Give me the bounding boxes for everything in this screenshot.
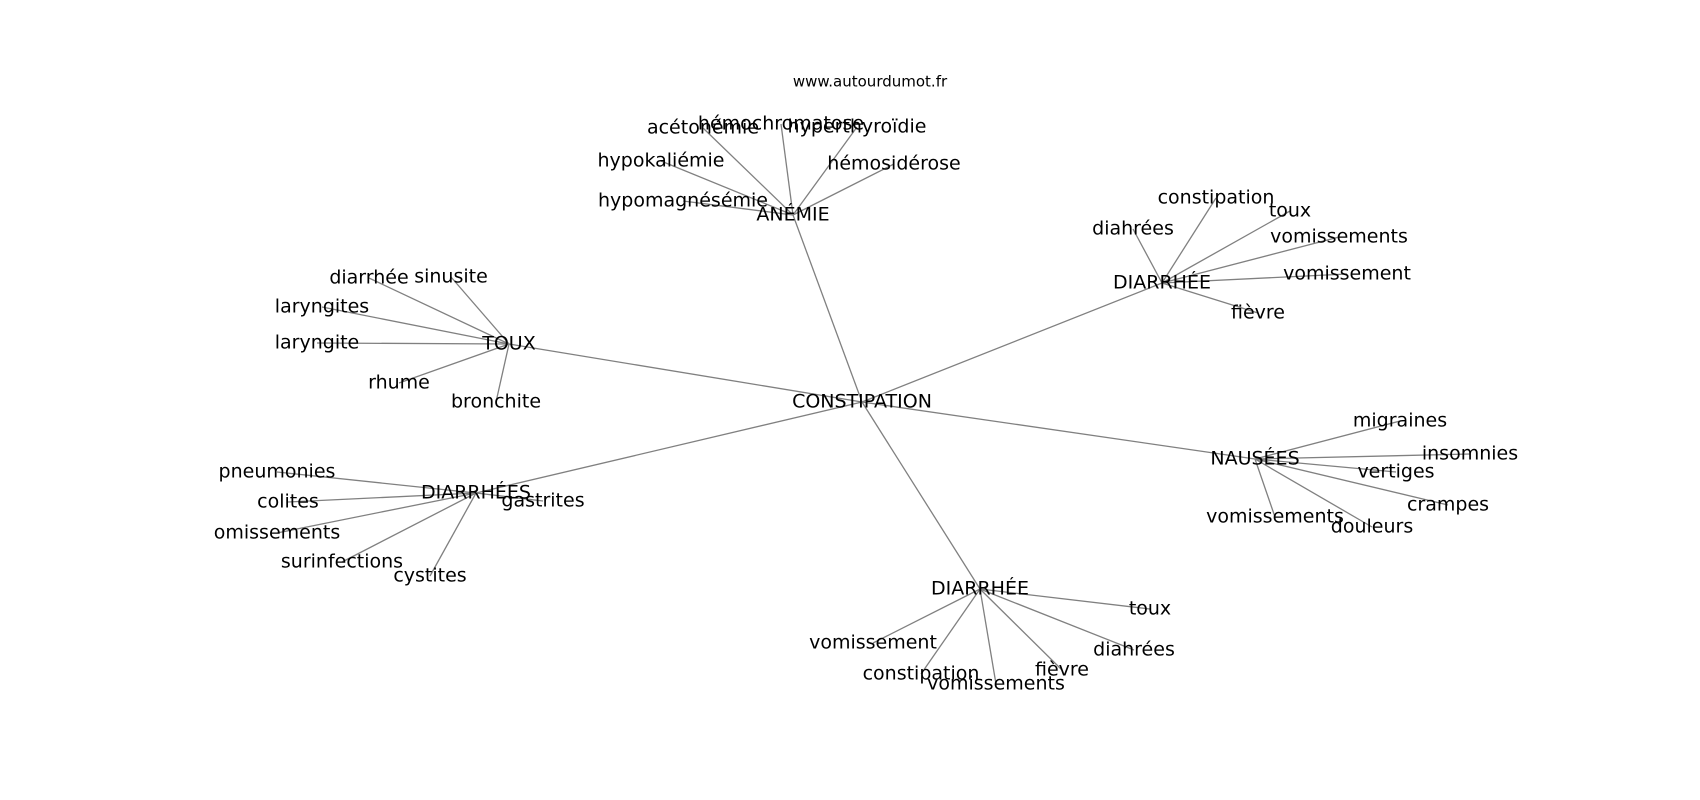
edge-diarrhee-bottom-leaf-1 <box>872 588 981 644</box>
graph-edges <box>276 123 1471 685</box>
edge-toux-leaf-5 <box>495 343 510 403</box>
leaf-node-diarrhee-bottom-1[interactable]: vomissement <box>809 632 937 654</box>
leaf-node-diarrhee-bottom-3[interactable]: fièvre <box>1035 659 1089 681</box>
edge-diarrhee-bottom-leaf-0 <box>979 588 1151 610</box>
edge-diarrhees-leaf-0 <box>276 471 477 494</box>
watermark-text: www.autourdumot.fr <box>793 73 948 91</box>
leaf-node-anemie-4[interactable]: hémosidérose <box>827 153 960 175</box>
leaf-node-diarrhees-2[interactable]: colites <box>257 491 319 513</box>
leaf-node-diarrhees-3[interactable]: omissements <box>214 522 341 544</box>
edge-nausees-leaf-3 <box>1254 458 1449 506</box>
edge-anemie-leaf-0 <box>702 127 794 216</box>
leaf-node-diarrhee-right-3[interactable]: vomissements <box>1270 226 1408 248</box>
leaf-node-toux-3[interactable]: laryngite <box>275 332 360 354</box>
leaf-node-anemie-5[interactable]: hypomagnésémie <box>598 190 768 212</box>
edge-toux-leaf-0 <box>368 277 510 345</box>
leaf-node-toux-0[interactable]: diarrhée <box>329 267 408 289</box>
edge-center-diarrhee-right <box>861 282 1163 403</box>
leaf-node-diarrhee-bottom-4[interactable]: constipation <box>863 663 980 685</box>
leaf-node-toux-5[interactable]: bronchite <box>451 391 541 413</box>
cluster-node-toux[interactable]: TOUX <box>481 333 535 355</box>
leaf-node-anemie-3[interactable]: hypokaliémie <box>597 150 724 172</box>
edge-toux-leaf-3 <box>316 342 510 345</box>
leaf-node-toux-2[interactable]: laryngites <box>275 296 369 318</box>
leaf-node-nausees-2[interactable]: vertiges <box>1357 461 1434 483</box>
cluster-node-diarrhees[interactable]: DIARRHÉES <box>421 481 531 504</box>
edge-center-toux <box>508 343 863 403</box>
edge-anemie-leaf-1 <box>780 123 794 216</box>
leaf-node-diarrhee-right-0[interactable]: constipation <box>1158 187 1275 209</box>
cluster-node-nausees[interactable]: NAUSÉES <box>1210 447 1299 470</box>
edge-center-nausees <box>861 401 1256 460</box>
cluster-node-diarrhee-bottom[interactable]: DIARRHÉE <box>931 577 1029 600</box>
leaf-node-diarrhees-4[interactable]: surinfections <box>281 551 403 573</box>
edge-anemie-leaf-3 <box>660 160 794 216</box>
edge-diarrhee-right-leaf-1 <box>1161 210 1291 284</box>
edge-toux-leaf-4 <box>398 343 510 384</box>
leaf-node-anemie-0[interactable]: acétonémie <box>647 117 759 139</box>
leaf-node-nausees-3[interactable]: crampes <box>1407 494 1489 516</box>
leaf-node-diarrhee-bottom-2[interactable]: diahrées <box>1093 639 1175 661</box>
leaf-node-anemie-1[interactable]: hémochromatose <box>698 113 864 135</box>
leaf-node-diarrhee-right-4[interactable]: vomissement <box>1283 263 1411 285</box>
cluster-node-anemie[interactable]: ANÉMIE <box>756 203 829 226</box>
leaf-node-toux-4[interactable]: rhume <box>368 372 430 394</box>
edge-center-diarrhee-bottom <box>861 401 981 590</box>
edge-anemie-leaf-2 <box>792 126 858 216</box>
leaf-node-diarrhees-0[interactable]: pneumonies <box>219 461 336 483</box>
edge-diarrhee-bottom-leaf-4 <box>920 588 981 675</box>
edge-diarrhee-right-leaf-2 <box>1132 228 1163 284</box>
edge-diarrhee-bottom-leaf-5 <box>979 588 997 685</box>
edge-toux-leaf-1 <box>450 276 510 345</box>
leaf-node-diarrhee-right-5[interactable]: fièvre <box>1231 302 1285 324</box>
edge-anemie-leaf-4 <box>792 163 895 216</box>
cluster-node-diarrhee-right[interactable]: DIARRHÉE <box>1113 271 1211 294</box>
edge-center-diarrhees <box>475 401 863 494</box>
edge-nausees-leaf-2 <box>1254 458 1397 473</box>
edge-nausees-leaf-4 <box>1254 458 1276 518</box>
edge-diarrhee-right-leaf-5 <box>1161 282 1259 314</box>
leaf-node-diarrhee-bottom-0[interactable]: toux <box>1129 598 1171 620</box>
edge-toux-leaf-2 <box>321 306 510 345</box>
edge-anemie-leaf-5 <box>682 200 794 216</box>
edge-diarrhees-leaf-1 <box>475 492 544 502</box>
center-node[interactable]: CONSTIPATION <box>792 391 932 413</box>
leaf-node-diarrhees-5[interactable]: cystites <box>393 565 466 587</box>
edge-nausees-leaf-1 <box>1254 453 1471 460</box>
leaf-node-diarrhee-right-1[interactable]: toux <box>1269 200 1311 222</box>
leaf-node-nausees-0[interactable]: migraines <box>1353 410 1447 432</box>
edge-diarrhees-leaf-2 <box>287 492 477 503</box>
leaf-node-diarrhees-1[interactable]: gastrites <box>501 490 584 512</box>
leaf-node-toux-1[interactable]: sinusite <box>414 266 488 288</box>
leaf-node-diarrhee-right-2[interactable]: diahrées <box>1092 218 1174 240</box>
edge-diarrhees-leaf-5 <box>429 492 477 577</box>
leaf-node-diarrhee-bottom-5[interactable]: vomissements <box>927 673 1065 695</box>
edge-diarrhee-bottom-leaf-3 <box>979 588 1063 671</box>
edge-diarrhees-leaf-3 <box>276 492 477 534</box>
edge-center-anemie <box>792 214 863 403</box>
edge-diarrhee-right-leaf-0 <box>1161 197 1217 284</box>
leaf-node-anemie-2[interactable]: hyperthyroïdie <box>788 116 927 138</box>
edge-nausees-leaf-5 <box>1254 458 1373 528</box>
edge-diarrhee-right-leaf-3 <box>1161 236 1340 284</box>
edge-diarrhees-leaf-4 <box>341 492 477 563</box>
edge-diarrhee-right-leaf-4 <box>1161 273 1348 284</box>
edge-diarrhee-bottom-leaf-2 <box>979 588 1135 651</box>
graph-labels: CONSTIPATION ANÉMIE acétonémiehémochromato… <box>214 113 1518 695</box>
leaf-node-nausees-5[interactable]: douleurs <box>1331 516 1413 538</box>
leaf-node-nausees-1[interactable]: insomnies <box>1422 443 1518 465</box>
edge-nausees-leaf-0 <box>1254 420 1401 460</box>
leaf-node-nausees-4[interactable]: vomissements <box>1206 506 1344 528</box>
